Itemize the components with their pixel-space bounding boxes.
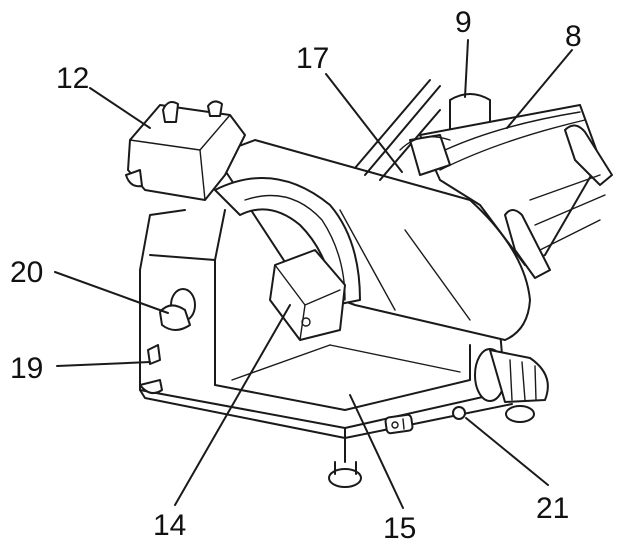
sharpener-head <box>125 100 246 201</box>
label-19: 19 <box>10 352 43 385</box>
small-bracket <box>147 344 161 365</box>
leader-lines <box>54 39 573 509</box>
leader-15 <box>349 394 404 509</box>
label-14: 14 <box>153 509 186 542</box>
feet <box>139 379 535 488</box>
leader-19 <box>56 361 151 367</box>
screw <box>452 406 466 420</box>
handle-block <box>269 249 346 341</box>
right-foot <box>505 405 535 423</box>
leader-12 <box>89 87 151 129</box>
leader-17 <box>325 73 403 173</box>
leader-14 <box>174 304 291 506</box>
label-9: 9 <box>455 6 472 39</box>
thickness-knob <box>474 348 549 403</box>
label-17: 17 <box>296 42 329 75</box>
part-labels: 9 8 17 12 20 19 14 15 21 <box>10 6 582 545</box>
switch <box>159 288 196 331</box>
label-15: 15 <box>383 512 416 545</box>
carriage-arm <box>214 177 361 306</box>
leader-20 <box>54 271 169 314</box>
label-20: 20 <box>10 256 43 289</box>
label-8: 8 <box>565 20 582 53</box>
leader-21 <box>465 417 549 486</box>
leader-8 <box>506 49 573 129</box>
label-12: 12 <box>56 62 89 95</box>
front-plate <box>384 413 414 435</box>
label-21: 21 <box>536 492 569 525</box>
front-foot <box>328 468 362 488</box>
leader-9 <box>464 39 469 98</box>
